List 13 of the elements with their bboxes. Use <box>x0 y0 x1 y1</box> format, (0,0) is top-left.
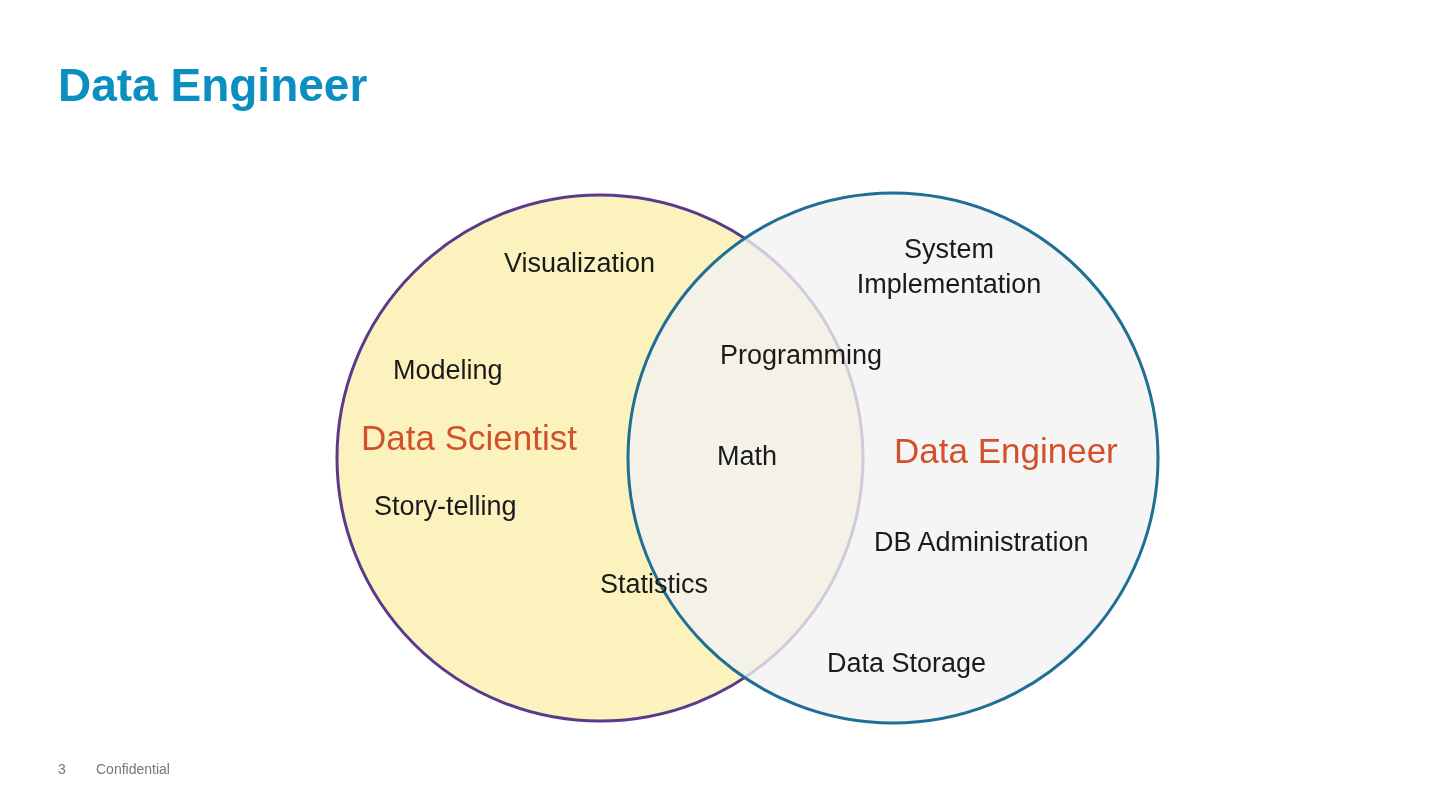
page-number: 3 <box>58 760 66 779</box>
skill-label: Story-telling <box>374 490 517 523</box>
skill-label: Modeling <box>393 354 503 387</box>
skill-label: DB Administration <box>874 526 1089 559</box>
footer-text: Confidential <box>96 760 170 779</box>
set-label: Data Engineer <box>894 431 1118 471</box>
skill-label: Data Storage <box>827 647 987 680</box>
page-title: Data Engineer <box>58 58 368 112</box>
skill-label: System Implementation <box>855 233 1043 302</box>
set-label: Data Scientist <box>361 418 577 458</box>
skill-label: Visualization <box>504 247 656 280</box>
skill-label: Programming <box>720 339 883 372</box>
skill-label: Math <box>717 440 778 473</box>
